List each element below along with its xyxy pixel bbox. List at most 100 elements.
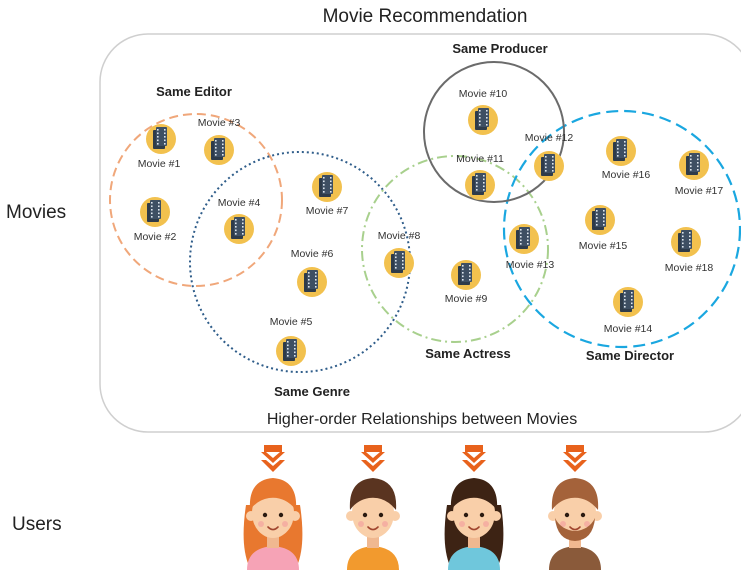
down-arrow-icon	[361, 460, 385, 472]
film-hole	[697, 155, 699, 157]
hair	[249, 478, 297, 510]
film-hole	[222, 154, 224, 156]
film-hole	[520, 239, 522, 242]
movie-node: Movie #16	[602, 136, 651, 181]
film-hole	[624, 155, 626, 157]
film-hole	[479, 120, 481, 123]
film-hole	[151, 212, 153, 215]
movie-node: Movie #13	[506, 224, 554, 271]
film-strip-icon	[616, 139, 627, 158]
shirt	[247, 546, 299, 570]
movie-nodes: Movie #1 Movie #2 Movie #3 Movie #4 Movi…	[134, 88, 724, 366]
neck	[367, 536, 379, 548]
avatar	[243, 478, 303, 570]
film-hole	[527, 229, 529, 231]
film-hole	[330, 177, 332, 179]
down-arrow-icon	[462, 460, 486, 472]
film-strip-icon	[322, 175, 333, 194]
film-hole	[689, 242, 691, 245]
film-hole	[682, 232, 684, 234]
down-arrow-icon	[465, 445, 483, 452]
movie-label: Movie #17	[675, 185, 724, 197]
film-hole	[395, 260, 397, 262]
movie-node: Movie #14	[604, 287, 652, 335]
film-hole	[486, 110, 488, 112]
film-hole	[545, 159, 547, 162]
film-hole	[690, 155, 692, 157]
film-strip-icon	[394, 251, 405, 270]
film-hole	[151, 209, 153, 211]
movie-label: Movie #12	[525, 132, 574, 144]
film-hole	[689, 246, 691, 248]
avatar	[346, 478, 400, 570]
film-hole	[545, 166, 547, 169]
film-strip-icon	[156, 127, 167, 146]
user-4	[548, 445, 602, 570]
film-hole	[682, 242, 684, 245]
film-hole	[552, 159, 554, 162]
film-hole	[308, 286, 310, 288]
beard	[555, 518, 595, 541]
film-strip-icon	[681, 230, 692, 249]
film-hole	[242, 219, 244, 221]
film-hole	[603, 210, 605, 212]
film-hole	[624, 302, 626, 305]
movie-label: Movie #8	[378, 230, 421, 242]
film-hole	[151, 216, 153, 218]
down-arrow-icon	[261, 460, 285, 472]
film-hole	[164, 132, 166, 135]
relationship-container	[99, 33, 741, 433]
film-hole	[520, 236, 522, 238]
film-hole	[323, 187, 325, 190]
movie-node: Movie #1	[138, 124, 180, 170]
eye	[362, 512, 368, 518]
movie-node: Movie #6	[291, 248, 333, 297]
eye	[278, 512, 284, 518]
film-hole	[330, 180, 332, 183]
film-hole	[395, 267, 397, 269]
film-hole	[294, 348, 296, 350]
eye	[463, 512, 469, 518]
film-hole	[157, 139, 159, 142]
film-hole	[617, 155, 619, 157]
group-label-actress: Same Actress	[425, 346, 511, 361]
user-2	[346, 445, 400, 570]
cheek	[483, 521, 489, 527]
film-hole	[631, 302, 633, 305]
movie-label: Movie #3	[198, 117, 241, 129]
movie-label: Movie #16	[602, 169, 651, 181]
film-hole	[315, 282, 317, 285]
film-hole	[469, 272, 471, 274]
film-hole	[689, 239, 691, 241]
film-hole	[315, 272, 317, 274]
film-strip-icon	[307, 270, 318, 289]
film-hole	[624, 295, 626, 298]
movie-node: Movie #8	[378, 230, 421, 278]
film-hole	[486, 113, 488, 116]
user-3	[444, 445, 504, 570]
diagram-title: Movie Recommendation	[323, 6, 528, 27]
down-arrow-icon	[261, 452, 285, 463]
film-hole	[617, 151, 619, 154]
film-hole	[479, 117, 481, 119]
film-hole	[235, 222, 237, 225]
shirt	[347, 546, 399, 570]
film-hole	[479, 124, 481, 126]
film-hole	[476, 182, 478, 184]
film-hole	[158, 202, 160, 204]
eye	[378, 512, 384, 518]
down-arrow-icon	[361, 452, 385, 463]
film-strip-icon	[214, 138, 225, 157]
film-hole	[235, 226, 237, 228]
film-hole	[402, 267, 404, 269]
film-hole	[462, 275, 464, 278]
group-label-genre: Same Genre	[274, 384, 350, 399]
film-strip-icon	[286, 339, 297, 358]
film-hole	[235, 219, 237, 221]
film-hole	[395, 256, 397, 259]
cheek	[282, 521, 288, 527]
film-hole	[689, 235, 691, 238]
film-hole	[682, 235, 684, 238]
film-hole	[402, 253, 404, 255]
film-strip-icon	[478, 108, 489, 127]
